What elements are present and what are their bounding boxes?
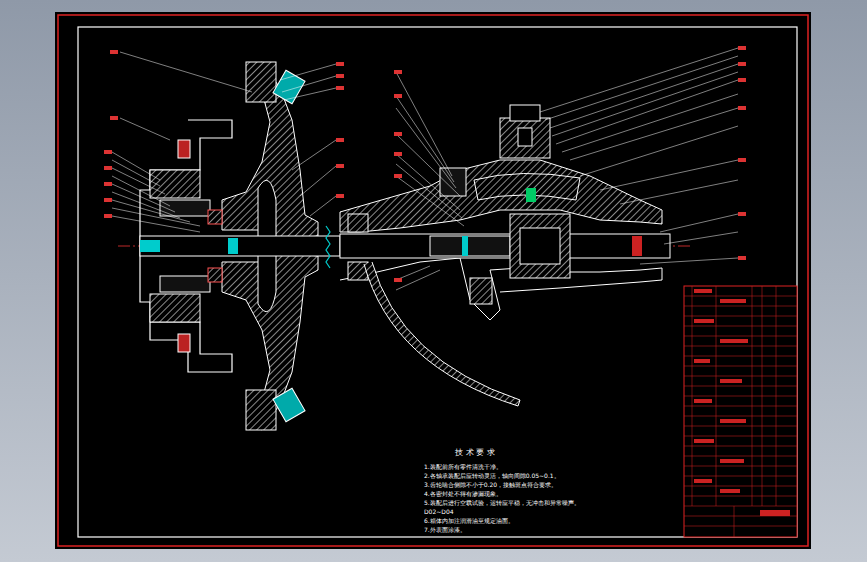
drawing-sheet (55, 12, 811, 549)
key (462, 236, 468, 256)
seal (208, 210, 222, 224)
callout-marks (104, 46, 746, 282)
note-text: 6.箱体内加注润滑油至规定油面。 (424, 517, 514, 524)
flange-bolt (246, 62, 276, 102)
note-text: 1.装配前所有零件清洗干净。 (424, 463, 502, 470)
nut (632, 236, 642, 256)
sleeve (430, 236, 510, 256)
parts-list (684, 286, 797, 537)
bore (518, 128, 532, 146)
top-gear (500, 118, 550, 158)
seal (348, 214, 368, 232)
note-text: 5.装配后进行空载试验，运转应平稳，无冲击和异常噪声。 (424, 499, 580, 506)
flange-bolt (246, 390, 276, 430)
key (140, 240, 160, 252)
bearing (160, 276, 210, 292)
note-text: 2.各轴承装配后应转动灵活，轴向间隙0.05~0.1。 (424, 472, 560, 479)
shaft (140, 236, 340, 256)
note-text: 4.各密封处不得有渗漏现象。 (424, 490, 502, 497)
notes-heading: 技 术 要 求 (455, 448, 495, 457)
inner-frame (78, 27, 797, 537)
bolt (178, 334, 190, 352)
lower-gear (470, 278, 492, 304)
bearing (160, 200, 210, 216)
differential (510, 214, 570, 278)
cover-lower (150, 294, 200, 322)
discharge-pipe (364, 262, 520, 406)
seal (208, 268, 222, 282)
note-text: D02~D04 (424, 508, 454, 515)
sheet-border (58, 15, 808, 546)
gear-housing (340, 160, 662, 232)
cover-upper (150, 170, 200, 198)
note-text: 3.齿轮啮合侧隙不小于0.20，接触斑点符合要求。 (424, 481, 557, 488)
gear-core (520, 228, 560, 264)
break-line (326, 226, 330, 268)
cap (510, 105, 540, 121)
nozzle (273, 388, 305, 422)
key (228, 238, 238, 254)
note-text: 7.外表面涂漆。 (424, 526, 466, 533)
bolt (178, 140, 190, 158)
pin (526, 188, 536, 202)
output-shaft (340, 234, 670, 258)
leader-lines (112, 48, 738, 290)
